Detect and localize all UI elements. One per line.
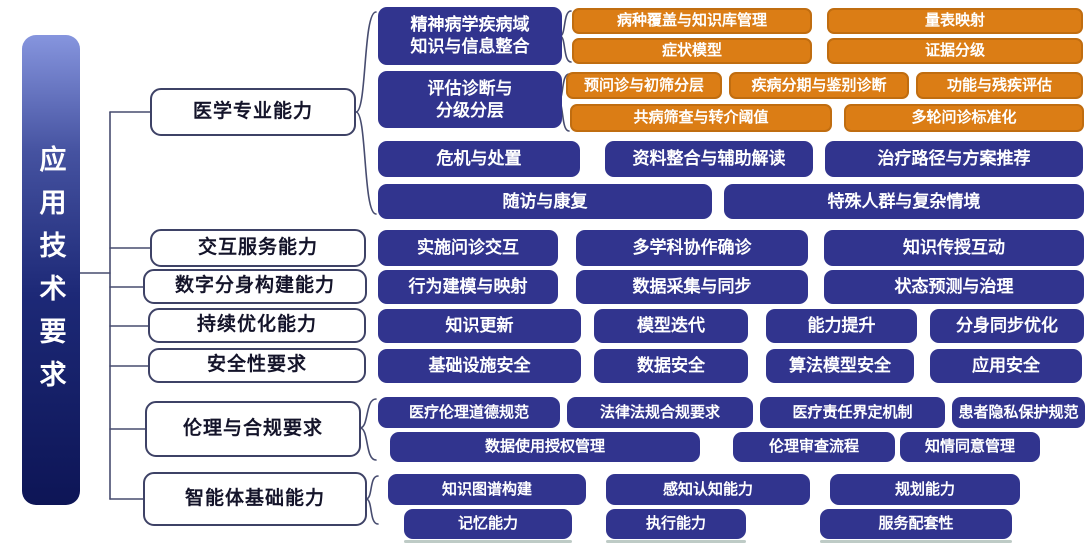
brace-medical: [355, 11, 377, 215]
leaf-node: 知情同意管理: [900, 432, 1040, 462]
leaf-node: 治疗路径与方案推荐: [825, 141, 1083, 177]
leaf-node: 法律法规合规要求: [567, 397, 753, 428]
leaf-node: 危机与处置: [378, 141, 580, 177]
leaf-node: 预问诊与初筛分层: [566, 72, 722, 99]
leaf-node: 记忆能力: [404, 509, 572, 539]
leaf-node: 共病筛查与转介阈值: [570, 104, 832, 132]
leaf-node: 服务配套性: [820, 509, 1012, 539]
leaf-node: 规划能力: [830, 474, 1020, 505]
branch-interaction-service: 交互服务能力: [150, 229, 366, 267]
leaf-node: 病种覆盖与知识库管理: [572, 8, 812, 34]
leaf-node: 感知认知能力: [606, 474, 810, 505]
branch-ethics-compliance: 伦理与合规要求: [145, 401, 361, 457]
leaf-node: 多学科协作确诊: [576, 230, 808, 266]
leaf-node: 疾病分期与鉴别诊断: [729, 72, 909, 99]
leaf-node: 数据采集与同步: [576, 270, 808, 304]
leaf-node: 医疗伦理道德规范: [378, 397, 560, 428]
leaf-node: 数据使用授权管理: [390, 432, 700, 462]
leaf-node: 医疗责任界定机制: [760, 397, 945, 428]
leaf-node: 实施问诊交互: [378, 230, 558, 266]
leaf-node: 数据安全: [594, 349, 748, 383]
leaf-node: 功能与残疾评估: [916, 72, 1083, 99]
bottom-crop-artifact: [606, 540, 746, 543]
leaf-node: 量表映射: [827, 8, 1083, 34]
root-node-label: 应用技术要求: [35, 145, 66, 403]
leaf-node: 模型迭代: [594, 309, 748, 343]
branch-agent-foundation: 智能体基础能力: [143, 472, 367, 526]
bottom-crop-artifact: [404, 540, 572, 543]
branch-digital-twin: 数字分身构建能力: [143, 269, 367, 304]
leaf-node: 执行能力: [606, 509, 746, 539]
leaf-node: 患者隐私保护规范: [952, 397, 1085, 428]
brace-ethics: [359, 398, 377, 461]
leaf-node: 分身同步优化: [930, 309, 1084, 343]
branch-safety-requirements: 安全性要求: [148, 348, 366, 383]
leaf-node: 应用安全: [930, 349, 1082, 383]
leaf-node: 能力提升: [766, 309, 917, 343]
leaf-node: 知识更新: [378, 309, 581, 343]
leaf-node: 知识传授互动: [824, 230, 1084, 266]
leaf-node: 行为建模与映射: [378, 270, 558, 304]
leaf-node: 基础设施安全: [378, 349, 581, 383]
leaf-node: 资料整合与辅助解读: [605, 141, 813, 177]
leaf-node: 算法模型安全: [766, 349, 914, 383]
leaf-node: 多轮问诊标准化: [844, 104, 1084, 132]
leaf-node: 知识图谱构建: [388, 474, 586, 505]
leaf-node: 症状模型: [572, 38, 812, 64]
leaf-node: 精神病学疾病域 知识与信息整合: [378, 7, 562, 65]
bottom-crop-artifact: [820, 540, 1012, 543]
leaf-node: 随访与康复: [378, 184, 712, 219]
branch-medical-expertise: 医学专业能力: [150, 88, 356, 136]
root-node: 应用技术要求: [22, 35, 80, 505]
leaf-node: 评估诊断与 分级分层: [378, 71, 562, 128]
leaf-node: 证据分级: [827, 38, 1083, 64]
leaf-node: 特殊人群与复杂情境: [724, 184, 1084, 219]
brace-agent: [365, 475, 379, 525]
leaf-node: 状态预测与治理: [824, 270, 1084, 304]
branch-continuous-optimization: 持续优化能力: [148, 308, 366, 343]
leaf-node: 伦理审查流程: [733, 432, 895, 462]
